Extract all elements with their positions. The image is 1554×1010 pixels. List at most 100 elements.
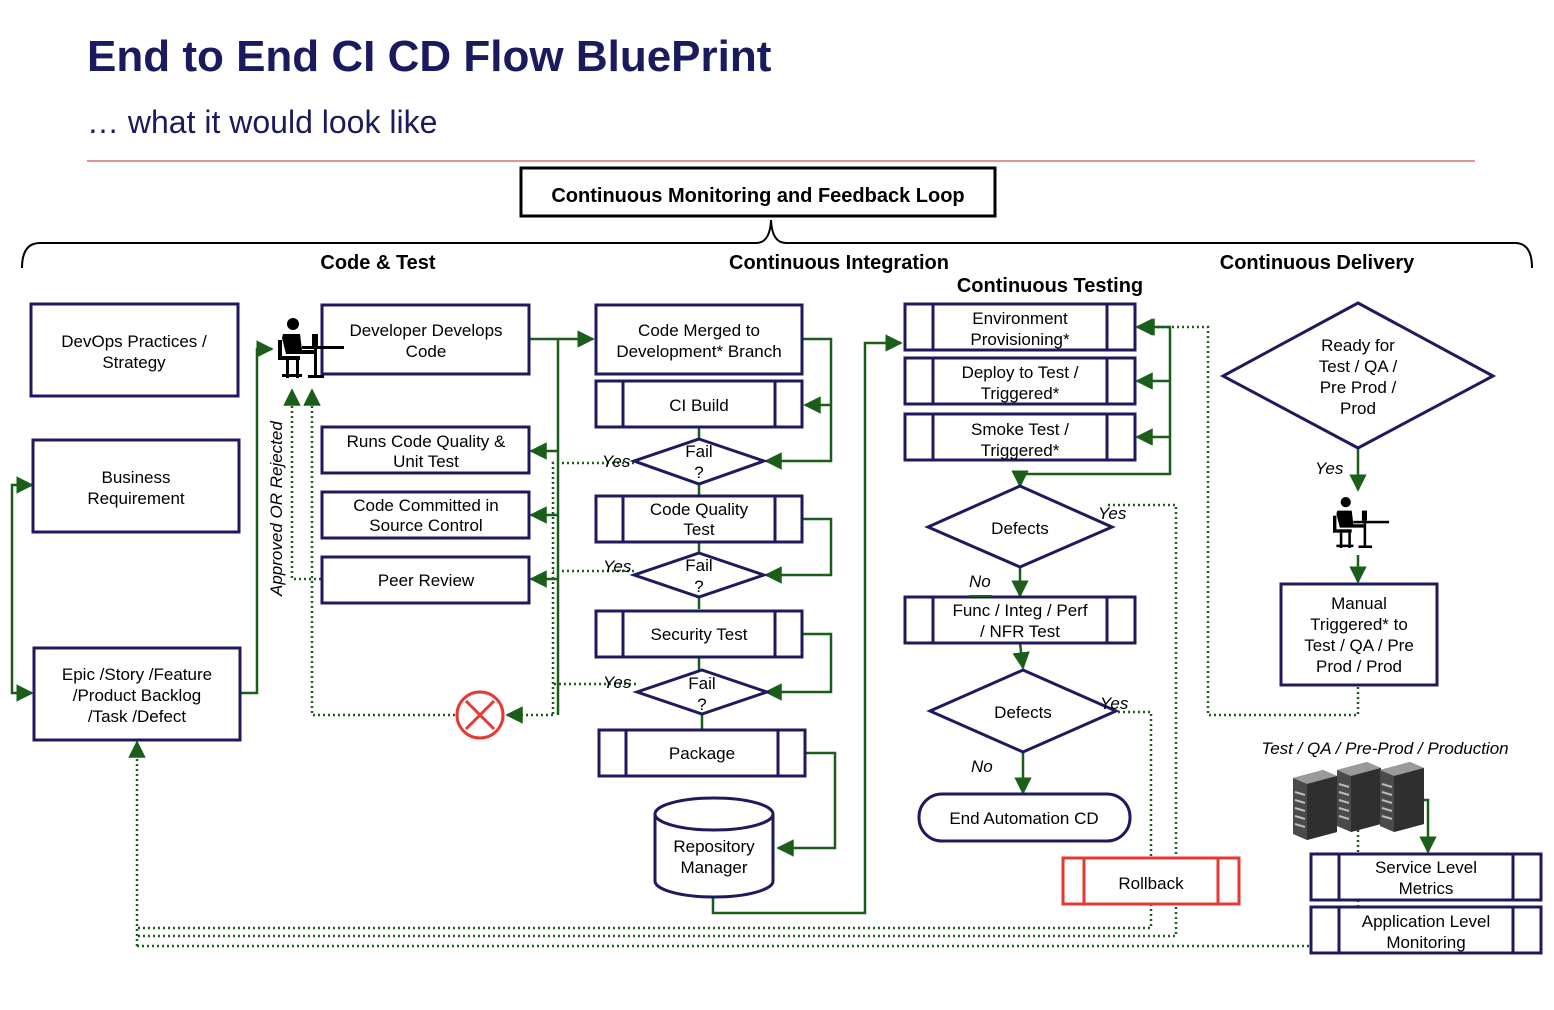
business-line-2: Requirement — [87, 489, 185, 508]
service-level-metrics-box: Service Level Metrics — [1309, 852, 1543, 902]
devops-practices-box: DevOps Practices / Strategy — [29, 302, 240, 398]
repo-line-1: Repository — [673, 837, 755, 856]
defects2-label: Defects — [994, 703, 1052, 722]
ci-build-label: CI Build — [669, 396, 729, 415]
developer-at-desk-icon — [278, 318, 344, 378]
manual-line-1: Manual — [1331, 594, 1387, 613]
end-automation-cd-terminator: End Automation CD — [917, 792, 1132, 843]
yes-label-ready: Yes — [1315, 459, 1344, 478]
rollback-box: Rollback — [1061, 856, 1241, 906]
yes-label-fail1: Yes — [602, 452, 631, 471]
manual-triggered-box: Manual Triggered* to Test / QA / Pre Pro… — [1279, 582, 1439, 687]
env-line-2: Provisioning* — [970, 330, 1070, 349]
section-testing: Continuous Testing — [957, 275, 1143, 297]
monitoring-loop-box: Continuous Monitoring and Feedback Loop — [519, 166, 997, 218]
epic-line-3: /Task /Defect — [88, 707, 187, 726]
environment-provisioning-box: Environment Provisioning* — [903, 302, 1137, 352]
package-box: Package — [597, 728, 807, 778]
solid-connectors — [10, 318, 1437, 915]
approved-rejected-label: Approved OR Rejected — [267, 421, 286, 597]
alm-line-2: Monitoring — [1386, 933, 1465, 952]
defects-decision-1: Defects — [924, 484, 1116, 569]
defects1-label: Defects — [991, 519, 1049, 538]
server-rack-icon — [1293, 762, 1424, 840]
page-title: End to End CI CD Flow BluePrint — [87, 32, 772, 81]
fail-decision-3: Fail ? — [632, 668, 772, 716]
epic-story-box: Epic /Story /Feature /Product Backlog /T… — [32, 646, 242, 742]
reject-circle-x-icon — [455, 690, 505, 740]
end-cd-label: End Automation CD — [949, 809, 1098, 828]
fail2-line-1: Fail — [685, 556, 712, 575]
epic-line-2: /Product Backlog — [73, 686, 202, 705]
epic-line-1: Epic /Story /Feature — [62, 665, 212, 684]
business-line-1: Business — [102, 468, 171, 487]
ready-line-3: Pre Prod / — [1320, 378, 1397, 397]
section-code-test: Code & Test — [320, 252, 436, 274]
peer-review-label: Peer Review — [378, 571, 475, 590]
code-committed-box: Code Committed in Source Control — [320, 490, 531, 540]
yes-label-fail2: Yes — [603, 557, 632, 576]
page-subtitle: … what it would look like — [87, 104, 438, 140]
func-integ-perf-test-box: Func / Integ / Perf / NFR Test — [903, 595, 1137, 645]
loop-label: Continuous Monitoring and Feedback Loop — [551, 185, 964, 207]
servers-environment-label: Test / QA / Pre-Prod / Production — [1261, 739, 1508, 758]
merged-line-2: Development* Branch — [616, 342, 781, 361]
code-quality-test-box: Code Quality Test — [594, 494, 804, 544]
business-requirement-box: Business Requirement — [31, 438, 241, 534]
deploy-line-2: Triggered* — [981, 384, 1060, 403]
yes-label-defects2: Yes — [1100, 694, 1129, 713]
section-brace — [21, 219, 1533, 269]
develop-line-2: Code — [406, 342, 447, 361]
section-delivery: Continuous Delivery — [1220, 252, 1415, 274]
code-merged-box: Code Merged to Development* Branch — [594, 303, 804, 376]
security-test-label: Security Test — [650, 625, 747, 644]
deploy-to-test-box: Deploy to Test / Triggered* — [903, 356, 1137, 406]
smoke-line-2: Triggered* — [981, 441, 1060, 460]
peer-review-box: Peer Review — [320, 555, 531, 605]
repository-manager-cylinder: Repository Manager — [653, 796, 775, 899]
fail1-line-1: Fail — [685, 442, 712, 461]
slm-line-2: Metrics — [1399, 879, 1454, 898]
devops-line-1: DevOps Practices / — [61, 332, 207, 351]
smoke-test-box: Smoke Test / Triggered* — [903, 412, 1137, 462]
quality-test-line-2: Test — [683, 520, 714, 539]
fail3-line-2: ? — [697, 695, 706, 714]
ready-for-deploy-decision: Ready for Test / QA / Pre Prod / Prod — [1219, 301, 1497, 450]
section-ci: Continuous Integration — [729, 252, 949, 274]
application-level-monitoring-box: Application Level Monitoring — [1309, 905, 1543, 955]
manual-line-2: Triggered* to — [1310, 615, 1408, 634]
deploy-line-1: Deploy to Test / — [962, 363, 1079, 382]
alm-line-1: Application Level — [1362, 912, 1491, 931]
env-line-1: Environment — [972, 309, 1068, 328]
fail-decision-1: Fail ? — [629, 437, 769, 486]
smoke-line-1: Smoke Test / — [971, 420, 1069, 439]
ready-line-2: Test / QA / — [1319, 357, 1398, 376]
yes-label-defects1: Yes — [1098, 504, 1127, 523]
quality-test-line-1: Code Quality — [650, 500, 749, 519]
committed-line-1: Code Committed in — [353, 496, 499, 515]
security-test-box: Security Test — [594, 609, 804, 659]
ci-build-box: CI Build — [594, 379, 804, 429]
quality-unit-line-2: Unit Test — [393, 452, 459, 471]
rollback-label: Rollback — [1118, 874, 1184, 893]
func-line-1: Func / Integ / Perf — [952, 601, 1087, 620]
ready-line-1: Ready for — [1321, 336, 1395, 355]
fail1-line-2: ? — [694, 463, 703, 482]
defects-decision-2: Defects — [926, 668, 1120, 754]
committed-line-2: Source Control — [369, 516, 482, 535]
develop-line-1: Developer Develops — [349, 321, 502, 340]
manual-line-3: Test / QA / Pre — [1304, 636, 1414, 655]
no-label-defects1: No — [969, 572, 991, 591]
no-label-defects2: No — [971, 757, 993, 776]
quality-unit-line-1: Runs Code Quality & — [347, 432, 506, 451]
merged-line-1: Code Merged to — [638, 321, 760, 340]
yes-label-fail3: Yes — [603, 673, 632, 692]
fail2-line-2: ? — [694, 577, 703, 596]
func-line-2: / NFR Test — [980, 622, 1060, 641]
fail3-line-1: Fail — [688, 674, 715, 693]
developer-develops-box: Developer Develops Code — [320, 303, 531, 376]
runs-code-quality-box: Runs Code Quality & Unit Test — [320, 425, 531, 475]
manual-line-4: Prod / Prod — [1316, 657, 1402, 676]
fail-decision-2: Fail ? — [629, 551, 769, 599]
